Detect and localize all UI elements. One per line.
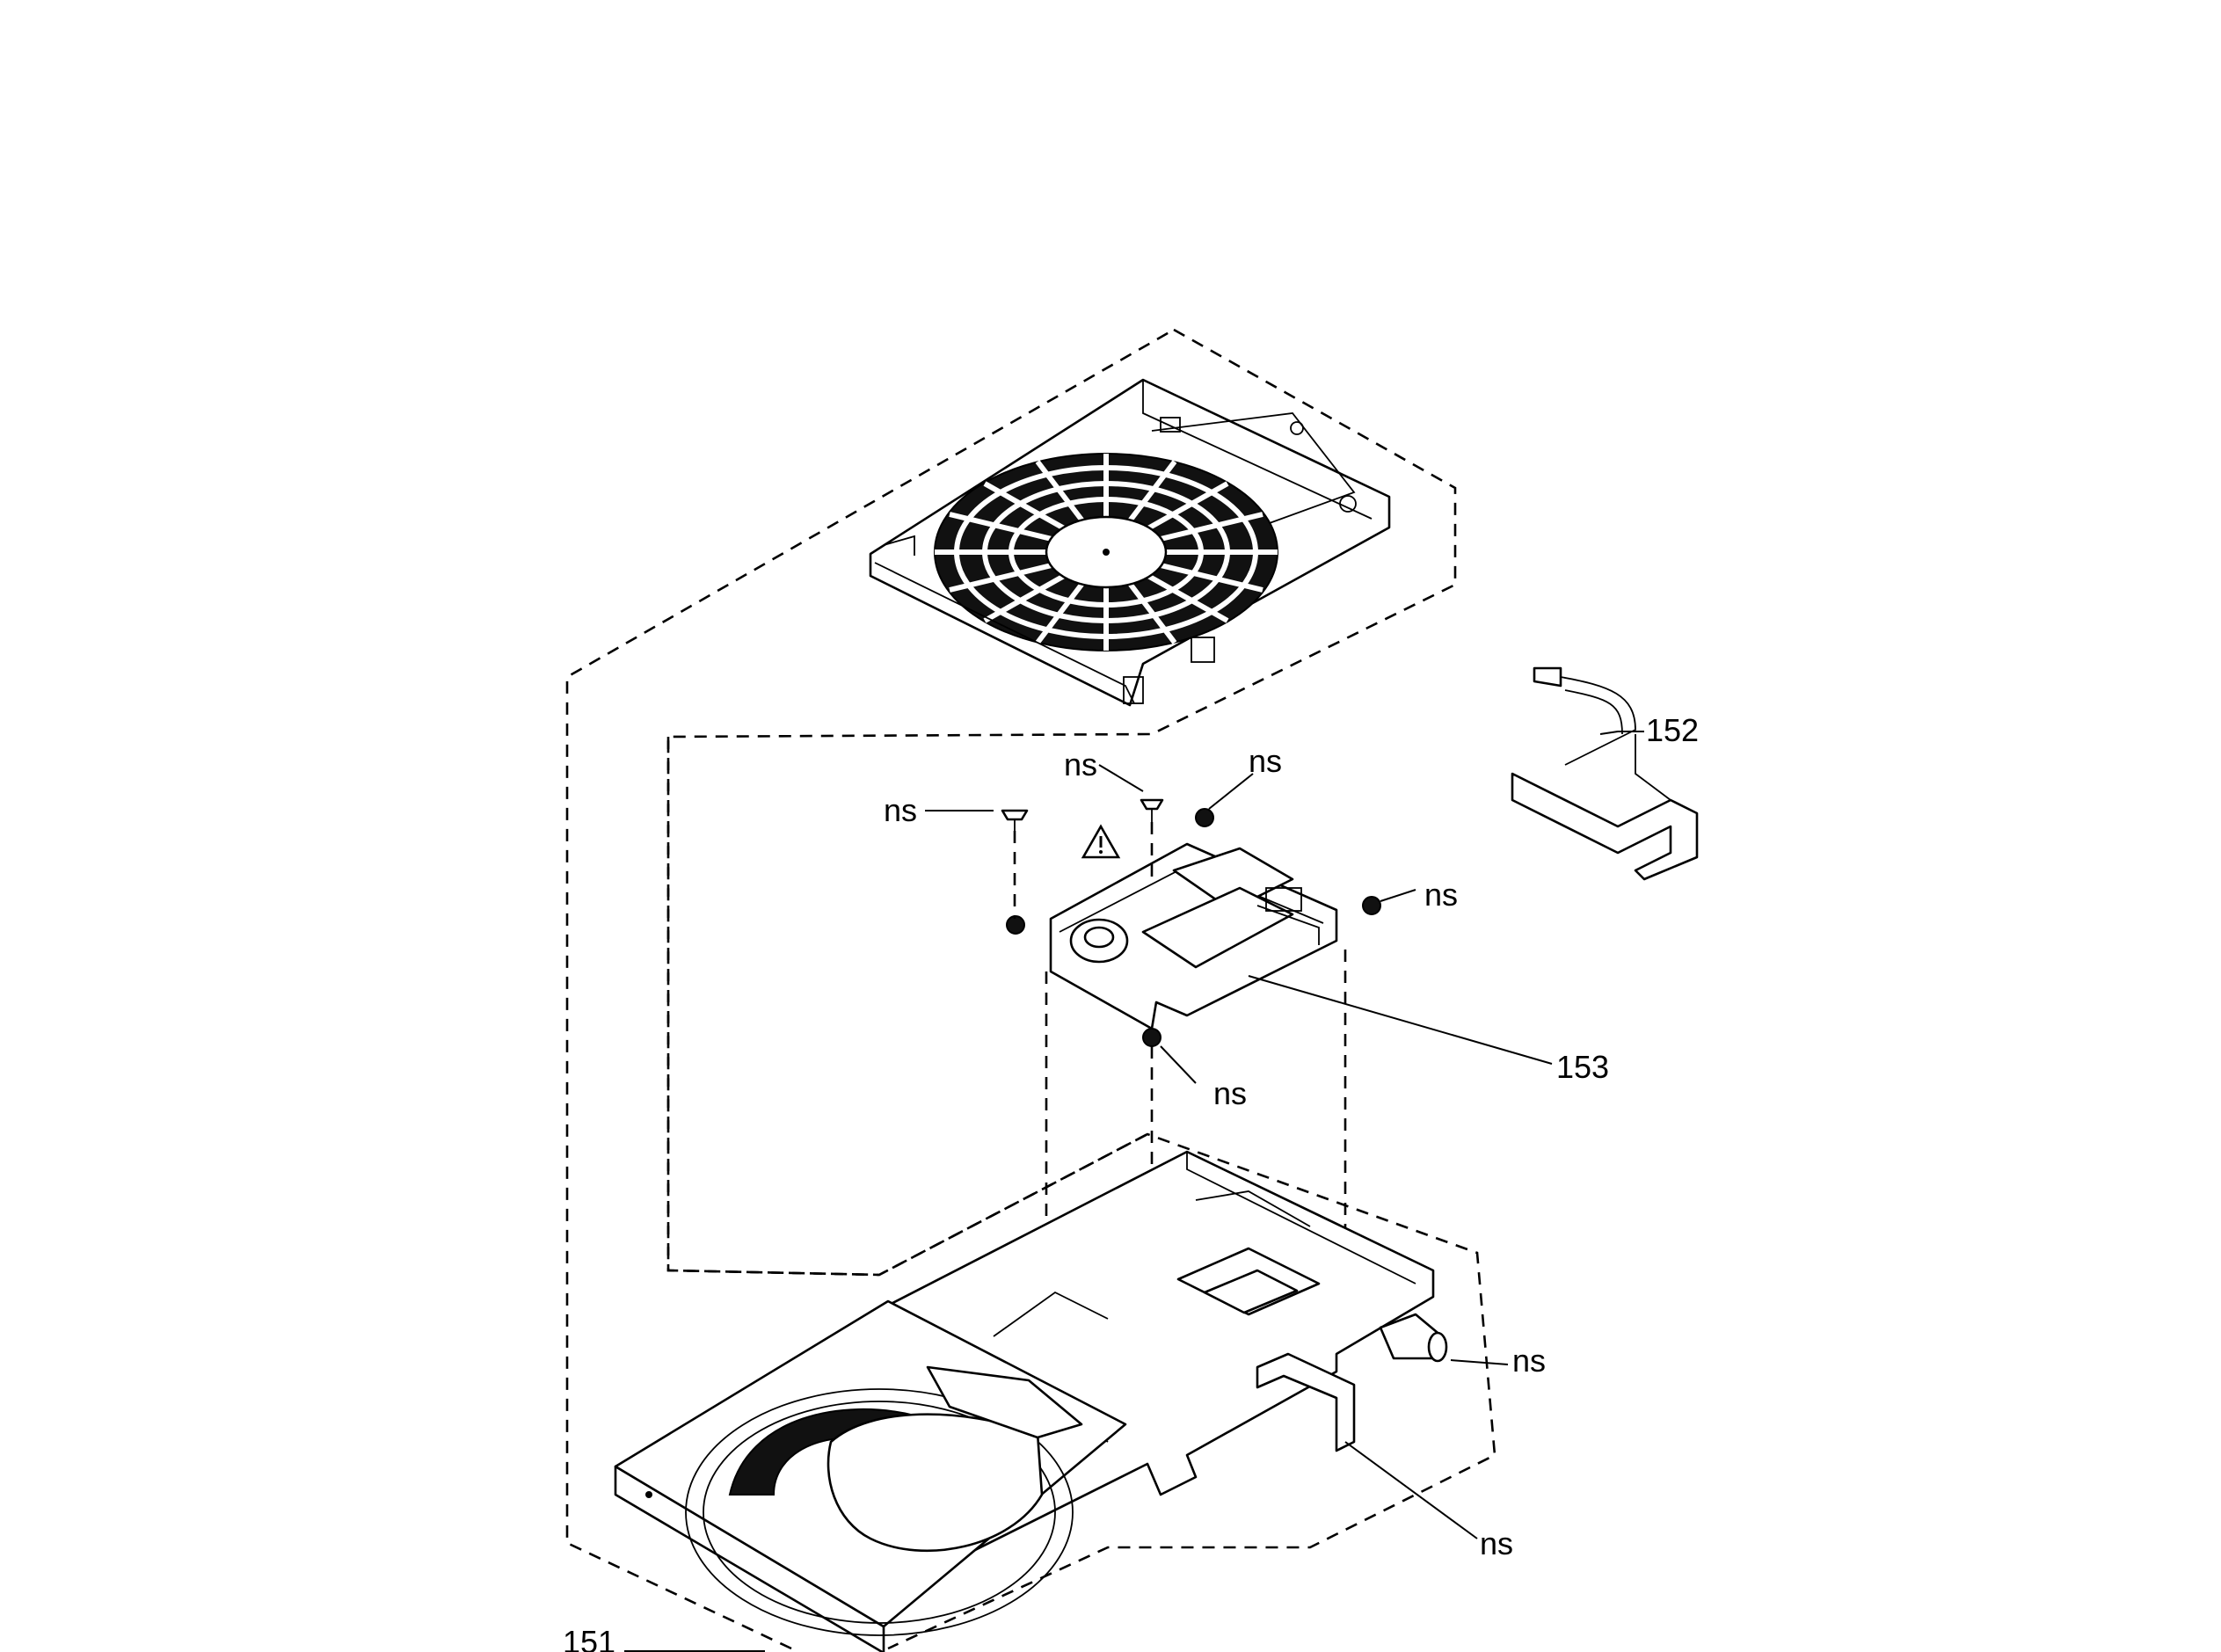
label-152: 152 [1646,712,1699,748]
label-ns-top-right: ns [1249,743,1282,779]
label-ns-bottom-bushing: ns [1213,1075,1247,1111]
leader-lines [624,731,1644,1652]
label-ns-top-center: ns [1064,746,1097,782]
flat-cable-152 [1511,666,1699,881]
loader-mechanism-153 [1049,842,1338,1030]
disc-tray-drawer [614,1299,1127,1652]
bushing-bottom [1142,1028,1161,1047]
warning-triangle-icon [1081,824,1121,859]
inner-subassembly-boundary [666,737,1148,1277]
label-ns-side-knob: ns [1512,1343,1546,1379]
side-knob [1379,1313,1448,1363]
screw-top-center [1140,798,1164,822]
bushing-right [1362,896,1381,915]
label-151: 151 [563,1624,615,1652]
bushing-top-right [1195,808,1214,827]
top-cover-plate [869,378,1391,707]
label-ns-side-bracket: ns [1480,1525,1513,1561]
label-ns-top-left: ns [884,792,917,828]
screw-top-left [1001,809,1029,831]
side-bracket [1256,1352,1356,1452]
label-ns-right: ns [1424,877,1458,913]
label-153: 153 [1556,1049,1609,1085]
